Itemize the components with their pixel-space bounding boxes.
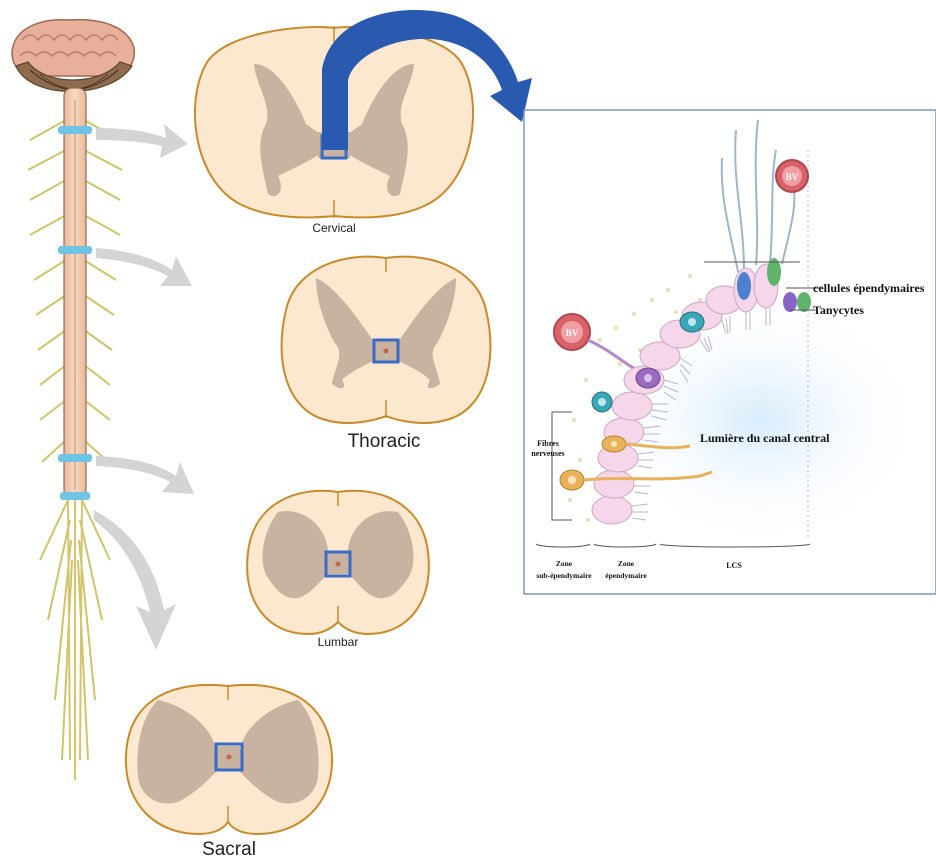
label-nerve-fibers-1: Fibres [537, 439, 559, 448]
sacral-cross-section [126, 685, 332, 834]
section-label-cervical: Cervical [312, 221, 355, 235]
section-label-sacral: Sacral [202, 839, 256, 860]
central-canal-lumen [590, 290, 930, 550]
arrow-to-cervical [96, 124, 188, 158]
label-subependymal-zone-2: sub-épendymaire [536, 571, 592, 580]
label-csf: LCS [726, 561, 742, 570]
thoracic-cross-section [282, 257, 491, 423]
section-label-thoracic: Thoracic [348, 431, 421, 452]
arrow-to-lumbar [96, 456, 194, 494]
arrow-to-sacral [94, 510, 176, 650]
label-central-canal-lumen: Lumière du canal central [700, 431, 830, 445]
svg-text:BV: BV [566, 328, 579, 338]
svg-text:BV: BV [786, 172, 799, 182]
brain-icon [12, 20, 134, 92]
label-ependymal-cells: cellules épendymaires [813, 281, 925, 295]
label-ependymal-zone-1: Zone [618, 559, 635, 568]
label-subependymal-zone-1: Zone [556, 559, 573, 568]
lumbar-cross-section [247, 491, 429, 634]
section-pointer-arrows [94, 124, 194, 650]
section-label-lumbar: Lumbar [318, 635, 359, 649]
label-ependymal-zone-2: épendymaire [605, 571, 647, 580]
blood-vessel-top: BV [776, 160, 808, 192]
ependymal-zone-inset: BV BV [524, 110, 936, 594]
label-tanycytes: Tanycytes [813, 303, 864, 317]
label-nerve-fibers-2: nerveuses [531, 449, 564, 458]
arrow-to-thoracic [96, 248, 192, 286]
